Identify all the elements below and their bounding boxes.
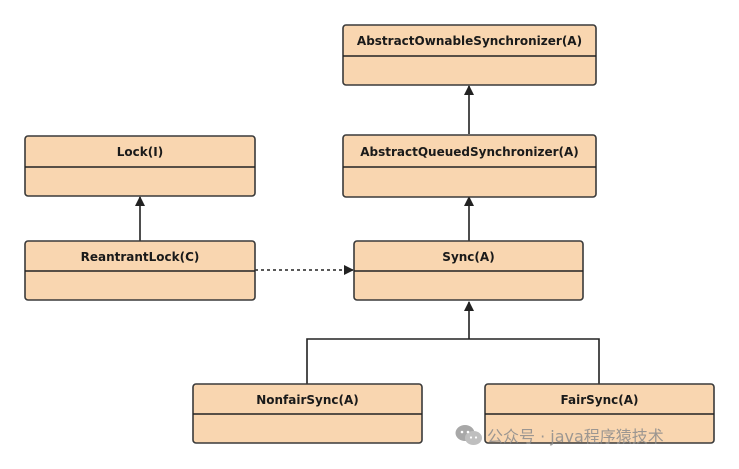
edge-nonfairsync-to-sync bbox=[306, 338, 469, 384]
watermark-text: 公众号 · java程序猿技术 bbox=[487, 427, 664, 446]
class-title-sync: Sync(A) bbox=[442, 250, 494, 264]
class-title-lock: Lock(I) bbox=[117, 145, 163, 159]
class-title-nonfairsync: NonfairSync(A) bbox=[256, 393, 359, 407]
class-node-aos[interactable]: AbstractOwnableSynchronizer(A) bbox=[342, 24, 597, 86]
class-node-lock[interactable]: Lock(I) bbox=[24, 135, 256, 197]
class-title-fairsync: FairSync(A) bbox=[561, 393, 639, 407]
class-node-aqs[interactable]: AbstractQueuedSynchronizer(A) bbox=[342, 134, 597, 198]
wechat-icon bbox=[455, 425, 482, 445]
edge-fairsync-to-sync bbox=[469, 338, 600, 384]
class-title-aqs: AbstractQueuedSynchronizer(A) bbox=[360, 145, 579, 159]
class-node-sync[interactable]: Sync(A) bbox=[353, 240, 584, 301]
watermark: 公众号 · java程序猿技术 bbox=[455, 423, 664, 447]
class-title-reentrantlock: ReantrantLock(C) bbox=[81, 250, 200, 264]
class-title-aos: AbstractOwnableSynchronizer(A) bbox=[357, 34, 582, 48]
class-node-reentrantlock[interactable]: ReantrantLock(C) bbox=[24, 240, 256, 301]
class-node-nonfairsync[interactable]: NonfairSync(A) bbox=[192, 383, 423, 444]
class-node-fairsync[interactable]: FairSync(A) bbox=[484, 383, 715, 444]
